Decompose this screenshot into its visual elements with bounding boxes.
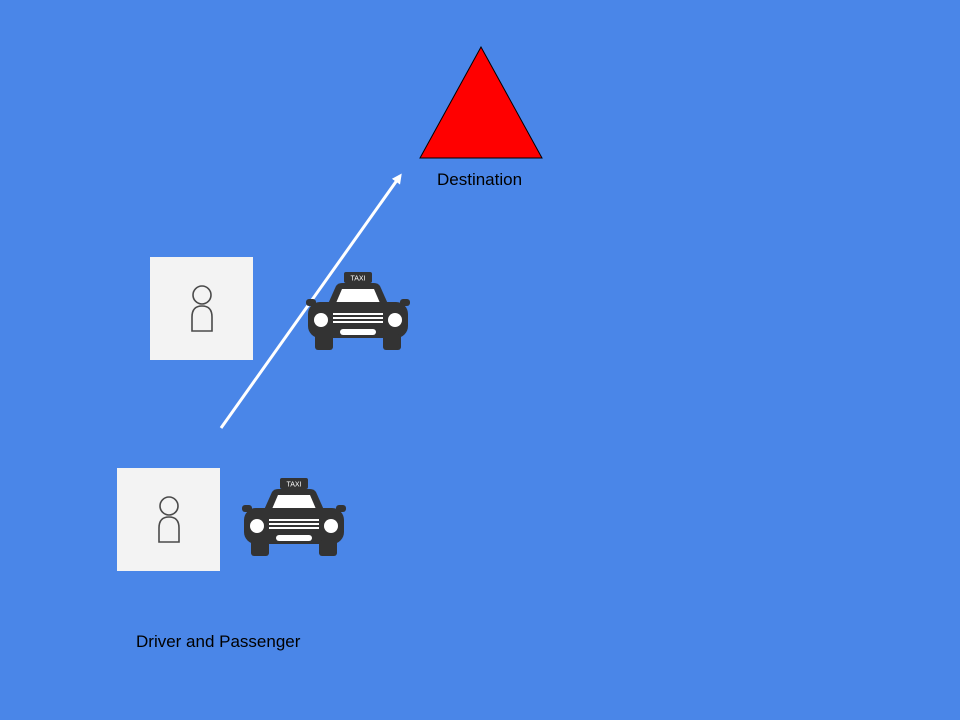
passenger-card-start — [117, 468, 220, 571]
taxi-sign-text: TAXI — [286, 482, 301, 489]
taxi-icon-start: TAXI — [242, 478, 346, 558]
passenger-card-transit — [150, 257, 253, 360]
taxi-sign-text: TAXI — [350, 276, 365, 283]
taxi-icon-transit: TAXI — [306, 272, 410, 352]
destination-triangle — [419, 45, 543, 159]
destination-label: Destination — [437, 170, 523, 189]
driver-passenger-label: Driver and Passenger — [136, 632, 301, 651]
person-outline-icon — [157, 495, 180, 543]
person-outline-icon — [190, 284, 213, 332]
